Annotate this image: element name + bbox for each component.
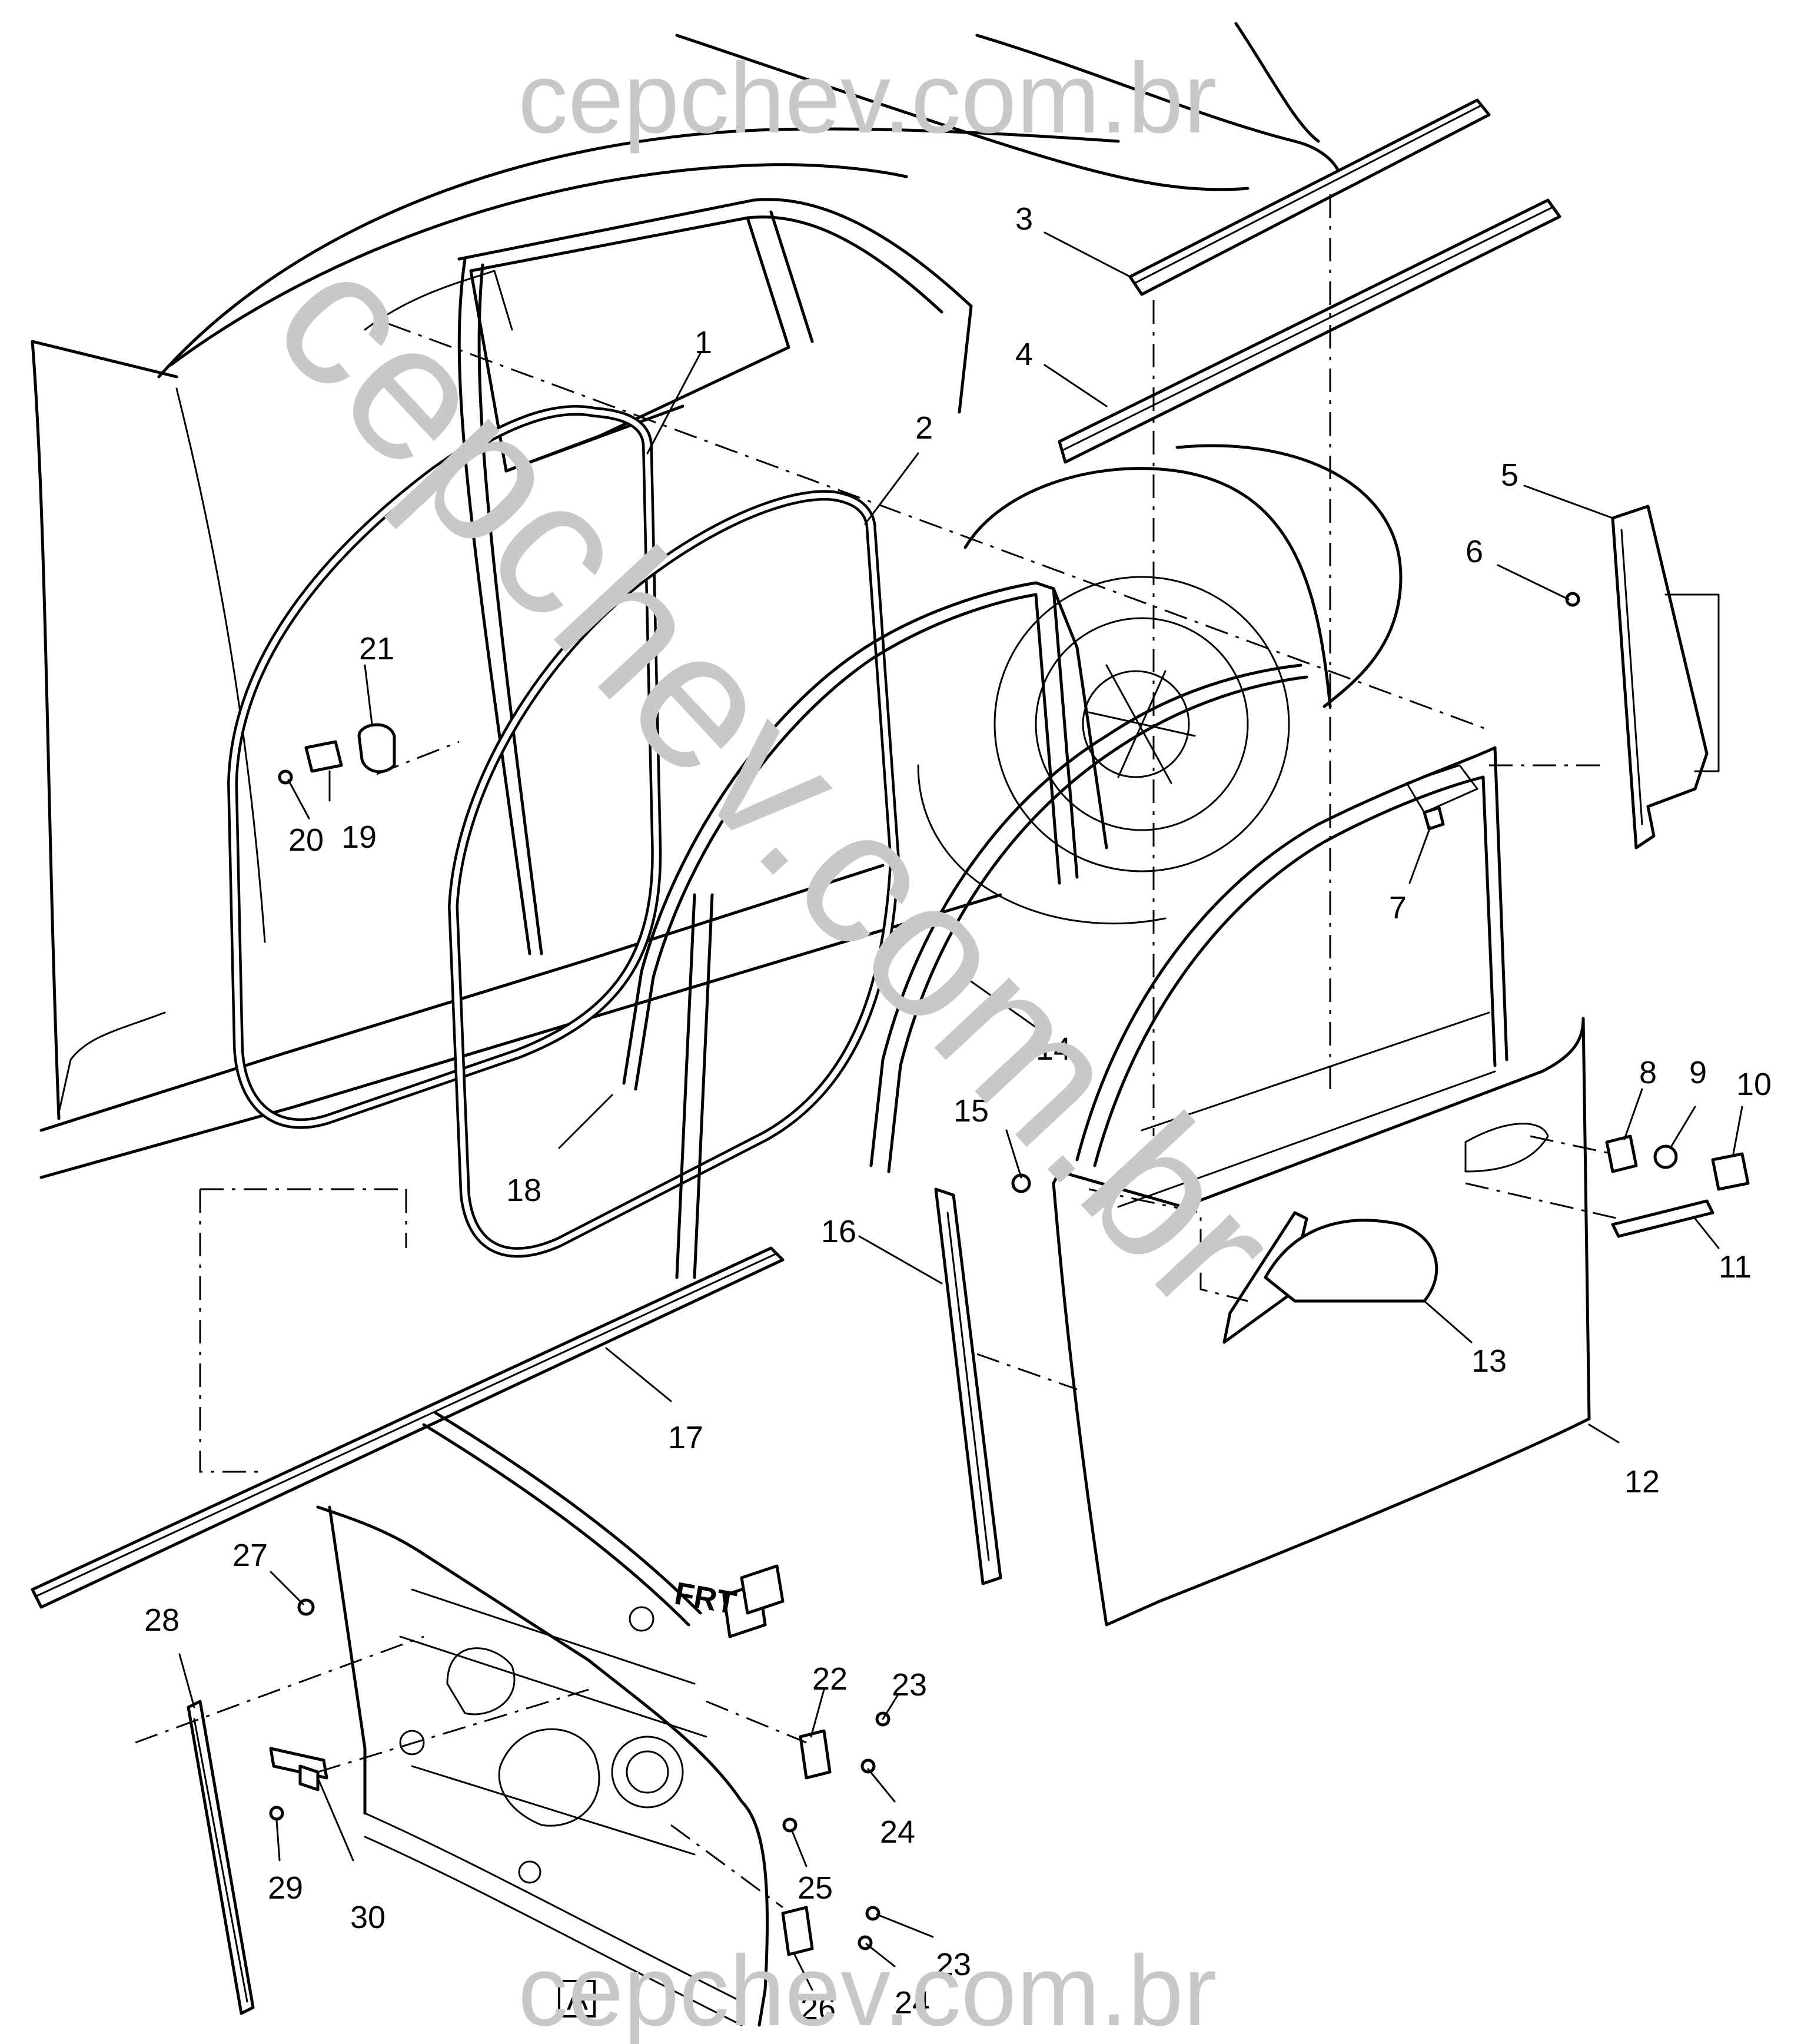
callout-7: 7 (1389, 890, 1407, 925)
callout-19: 19 (341, 819, 377, 855)
callout-5: 5 (1501, 457, 1518, 493)
callout-16: 16 (821, 1214, 856, 1249)
part-12-door-outer-panel (1052, 746, 1591, 1627)
view-label-text: A (567, 1982, 588, 2017)
door-inner-panel (316, 1411, 769, 2027)
watermark-diagonal: cepchev.com.br (234, 210, 1318, 1351)
callout-26: 26 (800, 1991, 836, 2026)
part-7-clip (1423, 806, 1445, 831)
part-18-window-channel (622, 581, 1108, 1279)
callout-23-upper: 23 (892, 1667, 927, 1703)
callout-18: 18 (506, 1173, 541, 1208)
part-4-inner-belt-weatherstrip (1058, 198, 1561, 464)
part-21-shim (357, 723, 396, 774)
part-19-door-lock-striker (304, 740, 343, 773)
callout-20: 20 (288, 822, 324, 858)
callout-8: 8 (1639, 1055, 1657, 1090)
callout-30: 30 (350, 1900, 386, 1935)
part-22-upper-hinge (799, 1729, 832, 1780)
callout-6: 6 (1466, 534, 1483, 569)
callout-17: 17 (668, 1420, 703, 1455)
part-3-outer-belt-weatherstrip (1128, 98, 1491, 296)
front-direction-label: FRT (672, 1575, 739, 1621)
callout-29: 29 (268, 1870, 303, 1906)
callout-10: 10 (1736, 1067, 1772, 1102)
leader-lines (178, 231, 1743, 1991)
callout-22: 22 (812, 1661, 848, 1697)
part-2-door-seal (448, 490, 900, 1258)
callout-21: 21 (359, 631, 394, 666)
callout-4: 4 (1015, 337, 1033, 372)
callout-14: 14 (1036, 1031, 1071, 1067)
callout-24-lower: 24 (895, 1985, 930, 2020)
part-1-body-door-seal (227, 404, 662, 1129)
callout-13: 13 (1471, 1343, 1507, 1379)
callout-9: 9 (1689, 1055, 1707, 1090)
part-9-lock-cylinder (1653, 1144, 1678, 1169)
part-25-nut (782, 1817, 798, 1833)
part-14-frame-molding (869, 663, 1308, 1173)
callout-12: 12 (1624, 1464, 1660, 1499)
watermark-top: cepchev.com.br (518, 42, 1217, 154)
part-13-outside-mirror (1222, 1211, 1438, 1344)
part-5-applique (1611, 505, 1720, 850)
callout-27: 27 (232, 1538, 268, 1573)
handle-pocket (1464, 1123, 1549, 1173)
part-28-door-check-applique (187, 1700, 255, 2015)
callout-28: 28 (144, 1602, 180, 1638)
part-16-door-seal-strip (934, 1187, 1002, 1585)
callout-25: 25 (798, 1870, 833, 1906)
callout-1: 1 (695, 325, 712, 360)
callout-24-upper: 24 (880, 1814, 915, 1850)
view-label-a: A (558, 1980, 596, 2018)
callout-23-lower: 23 (936, 1947, 971, 1982)
part-26-lower-hinge (781, 1906, 814, 1956)
alignment-lines (135, 194, 1619, 1909)
part-30-door-check-link (269, 1747, 328, 1791)
part-17-rocker-molding (31, 1246, 785, 1609)
callout-11: 11 (1719, 1249, 1752, 1285)
watermark-bottom: cepchev.com.br (518, 1935, 1217, 2044)
part-11-outside-handle (1611, 1199, 1714, 1238)
part-24-nut-upper (860, 1758, 876, 1774)
callout-15: 15 (953, 1093, 989, 1129)
vehicle-body (31, 22, 1403, 1179)
front-direction-arrow (722, 1564, 785, 1638)
part-29-nut (269, 1806, 284, 1821)
callout-labels: 1 2 3 4 5 6 7 8 9 10 11 12 13 14 15 16 1… (144, 201, 1772, 2026)
part-8-handle-bezel (1605, 1134, 1638, 1173)
callout-2: 2 (915, 410, 933, 446)
part-10-cap (1711, 1152, 1750, 1191)
callout-3: 3 (1015, 201, 1033, 237)
part-23-bolt-lower (865, 1906, 880, 1921)
